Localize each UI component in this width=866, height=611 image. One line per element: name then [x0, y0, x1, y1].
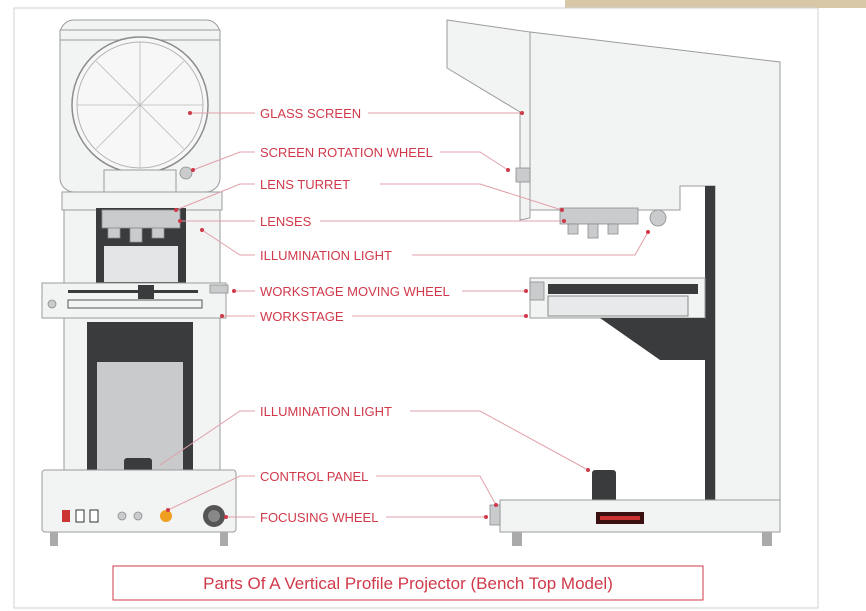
label-illumination-light-bottom: ILLUMINATION LIGHT [260, 404, 392, 419]
label-workstage: WORKSTAGE [260, 309, 344, 324]
screen-rotation-wheel [179, 166, 193, 180]
leader-lines [159, 112, 649, 518]
workstage-moving-wheel [209, 284, 229, 294]
label-illumination-light-top: ILLUMINATION LIGHT [260, 248, 392, 263]
caption: Parts Of A Vertical Profile Projector (B… [203, 574, 613, 593]
label-lenses: LENSES [260, 214, 312, 229]
label-control-panel: CONTROL PANEL [260, 469, 368, 484]
control-panel [62, 509, 172, 523]
background-photo-strip [565, 0, 866, 8]
side-view-projector [446, 19, 781, 546]
label-screen-rotation-wheel: SCREEN ROTATION WHEEL [260, 145, 433, 160]
caption-box [112, 565, 704, 601]
label-lens-turret: LENS TURRET [260, 177, 350, 192]
front-view-projector [41, 19, 237, 546]
label-workstage-moving-wheel: WORKSTAGE MOVING WHEEL [260, 284, 450, 299]
leader-arrowheads [166, 111, 650, 519]
label-focusing-wheel: FOCUSING WHEEL [260, 510, 378, 525]
label-glass-screen: GLASS SCREEN [260, 106, 361, 121]
lens-turret [101, 209, 181, 229]
